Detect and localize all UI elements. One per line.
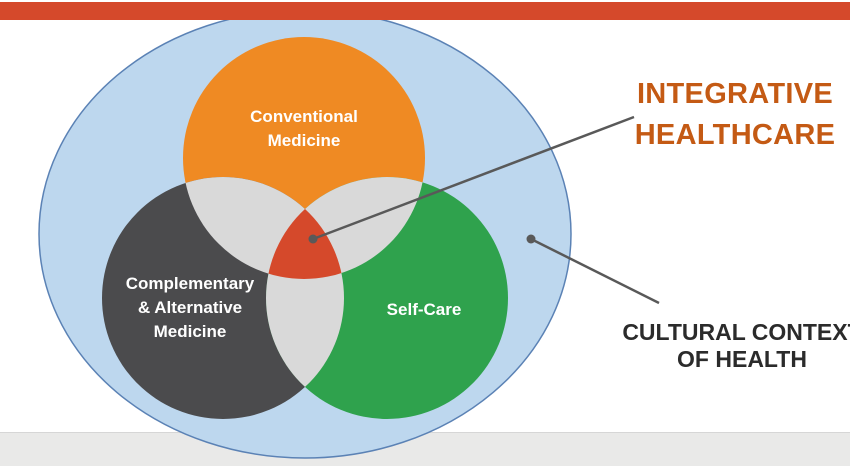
conventional-medicine-label: Conventional Medicine bbox=[214, 105, 394, 153]
top-accent-bar bbox=[0, 2, 850, 20]
self-care-label-line1: Self-Care bbox=[386, 300, 462, 319]
complementary-alternative-medicine-label: Complementary & Alternative Medicine bbox=[105, 272, 275, 344]
integrative-connector-dot bbox=[308, 234, 318, 244]
cultural-context-label: CULTURAL CONTEXT OF HEALTH bbox=[622, 319, 850, 373]
integrative-label-line2: HEALTHCARE bbox=[634, 119, 836, 151]
cultural-connector-line bbox=[530, 237, 660, 305]
cam-label-line1: Complementary bbox=[125, 274, 255, 293]
conventional-medicine-label-line2: Medicine bbox=[267, 131, 341, 150]
integrative-healthcare-label: INTEGRATIVE HEALTHCARE bbox=[618, 74, 850, 156]
overlap-conventional-cam bbox=[183, 177, 344, 279]
cultural-label-line2: OF HEALTH bbox=[677, 346, 807, 372]
cultural-connector-dot bbox=[526, 234, 536, 244]
integrative-label-line1: INTEGRATIVE bbox=[636, 78, 834, 110]
conventional-medicine-label-line1: Conventional bbox=[250, 107, 358, 126]
cam-label-line2: & Alternative bbox=[137, 298, 243, 317]
integrative-connector-line bbox=[312, 115, 635, 241]
cam-label-line3: Medicine bbox=[153, 322, 227, 341]
cultural-label-line1: CULTURAL CONTEXT bbox=[622, 319, 850, 345]
self-care-label: Self-Care bbox=[364, 298, 484, 322]
